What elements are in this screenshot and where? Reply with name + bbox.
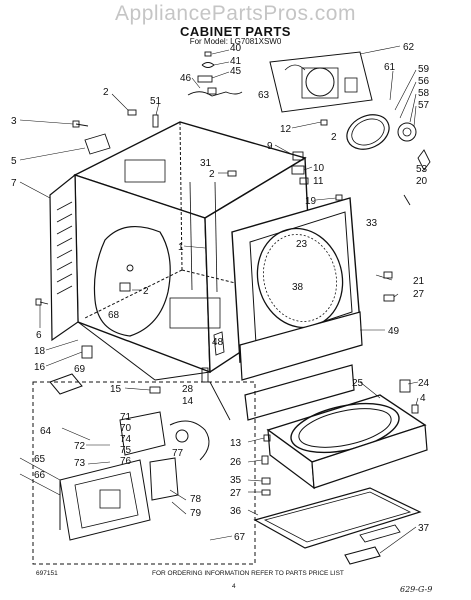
- callout-2: 2: [209, 169, 215, 180]
- callout-9: 9: [267, 141, 273, 152]
- callout-35: 35: [230, 475, 242, 486]
- drive-belt: [346, 114, 417, 150]
- callout-23: 23: [296, 239, 308, 250]
- callout-63: 63: [258, 90, 270, 101]
- callout-27: 27: [413, 289, 425, 300]
- handwritten-code: 629-G-9: [400, 585, 433, 594]
- callout-36: 36: [230, 506, 242, 517]
- callout-73: 73: [74, 458, 86, 469]
- callout-38: 38: [292, 282, 304, 293]
- callout-79: 79: [190, 508, 202, 519]
- callout-64: 64: [40, 426, 52, 437]
- callout-26: 26: [230, 457, 242, 468]
- callout-75: 75: [120, 445, 132, 456]
- callout-71: 71: [120, 412, 132, 423]
- callout-4: 4: [420, 393, 426, 404]
- callout-14: 14: [182, 396, 194, 407]
- leader-lines: [19, 45, 419, 554]
- callout-16: 16: [34, 362, 46, 373]
- diagram-title: CABINET PARTS: [180, 24, 291, 39]
- callout-25: 25: [352, 378, 364, 389]
- callout-57: 57: [418, 100, 430, 111]
- toe-panel: [239, 311, 363, 381]
- callout-48: 48: [212, 337, 224, 348]
- callout-40: 40: [230, 43, 242, 54]
- callout-31: 31: [200, 158, 212, 169]
- callout-53: 53: [416, 164, 428, 175]
- callout-37: 37: [418, 523, 430, 534]
- callout-49: 49: [388, 326, 400, 337]
- callout-77: 77: [172, 448, 184, 459]
- callout-70: 70: [120, 423, 132, 434]
- callout-76: 76: [120, 456, 132, 467]
- callout-10: 10: [313, 163, 325, 174]
- callout-27: 27: [230, 488, 242, 499]
- callout-12: 12: [280, 124, 292, 135]
- callout-6: 6: [36, 330, 42, 341]
- callout-62: 62: [403, 42, 415, 53]
- model-subtitle: For Model: LG7081XSW0: [189, 37, 282, 46]
- callout-2: 2: [143, 286, 149, 297]
- doc-number: 697151: [36, 570, 58, 577]
- callout-11: 11: [313, 176, 324, 187]
- left-side-panel: [49, 173, 79, 342]
- callout-67: 67: [234, 532, 246, 543]
- callout-33: 33: [366, 218, 378, 229]
- callout-72: 72: [74, 441, 86, 452]
- callout-2: 2: [331, 132, 337, 143]
- callout-15: 15: [110, 384, 122, 395]
- callout-59: 59: [418, 64, 430, 75]
- callout-58: 58: [418, 88, 430, 99]
- callout-46: 46: [180, 73, 192, 84]
- callout-13: 13: [230, 438, 242, 449]
- callout-28: 28: [182, 384, 194, 395]
- callout-19: 19: [305, 196, 317, 207]
- callout-56: 56: [418, 76, 430, 87]
- callout-65: 65: [34, 454, 46, 465]
- lower-panel: [244, 364, 355, 421]
- callout-78: 78: [190, 494, 202, 505]
- callout-69: 69: [74, 364, 86, 375]
- callout-41: 41: [230, 56, 242, 67]
- callout-74: 74: [120, 434, 132, 445]
- callout-66: 66: [34, 470, 46, 481]
- motor-assembly: [269, 51, 373, 113]
- door-liner: [253, 487, 422, 549]
- callout-61: 61: [384, 62, 396, 73]
- callout-3: 3: [11, 116, 17, 127]
- callout-labels: 40 41 45 46 62 61 59 56 58 57 2 51 63 3 …: [11, 42, 430, 543]
- page-number: 4: [232, 583, 236, 590]
- watermark: AppliancePartsPros.com: [115, 2, 356, 25]
- callout-21: 21: [413, 276, 425, 287]
- callout-24: 24: [418, 378, 430, 389]
- callout-1: 1: [178, 242, 184, 253]
- callout-68: 68: [108, 310, 120, 321]
- callout-18: 18: [34, 346, 46, 357]
- ordering-note: FOR ORDERING INFORMATION REFER TO PARTS …: [152, 570, 344, 577]
- callout-45: 45: [230, 66, 242, 77]
- callout-7: 7: [11, 178, 17, 189]
- callout-20: 20: [416, 176, 428, 187]
- small-hardware: [35, 51, 431, 565]
- callout-51: 51: [150, 96, 162, 107]
- detail-inset-box: [32, 381, 256, 565]
- callout-2: 2: [103, 87, 109, 98]
- door-assembly: [266, 394, 428, 490]
- callout-5: 5: [11, 156, 17, 167]
